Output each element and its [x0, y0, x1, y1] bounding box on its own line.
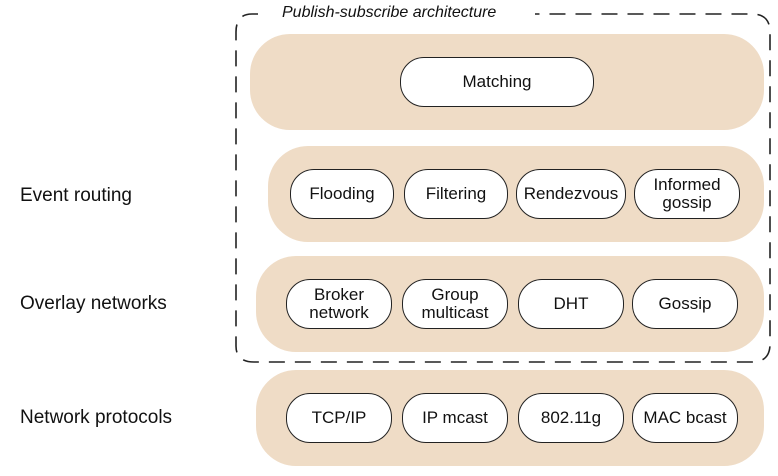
node-rendezvous: Rendezvous — [516, 169, 626, 219]
layer-matching: Matching — [250, 34, 764, 130]
layer-network-protocols: TCP/IP IP mcast 802.11g MAC bcast — [256, 370, 764, 466]
node-tcp-ip: TCP/IP — [286, 393, 392, 443]
layer-event-routing: Flooding Filtering Rendezvous Informed g… — [268, 146, 764, 242]
node-group-multicast: Group multicast — [402, 279, 508, 329]
architecture-title: Publish-subscribe architecture — [276, 4, 503, 22]
label-overlay-networks: Overlay networks — [20, 293, 167, 314]
node-mac-bcast: MAC bcast — [632, 393, 738, 443]
node-informed-gossip: Informed gossip — [634, 169, 740, 219]
node-ip-mcast: IP mcast — [402, 393, 508, 443]
layer-overlay-networks: Broker network Group multicast DHT Gossi… — [256, 256, 764, 352]
node-flooding: Flooding — [290, 169, 394, 219]
label-event-routing: Event routing — [20, 185, 132, 206]
node-filtering: Filtering — [404, 169, 508, 219]
node-dht: DHT — [518, 279, 624, 329]
node-802-11g: 802.11g — [518, 393, 624, 443]
node-gossip: Gossip — [632, 279, 738, 329]
node-matching: Matching — [400, 57, 594, 107]
node-broker-network: Broker network — [286, 279, 392, 329]
label-network-protocols: Network protocols — [20, 407, 173, 428]
